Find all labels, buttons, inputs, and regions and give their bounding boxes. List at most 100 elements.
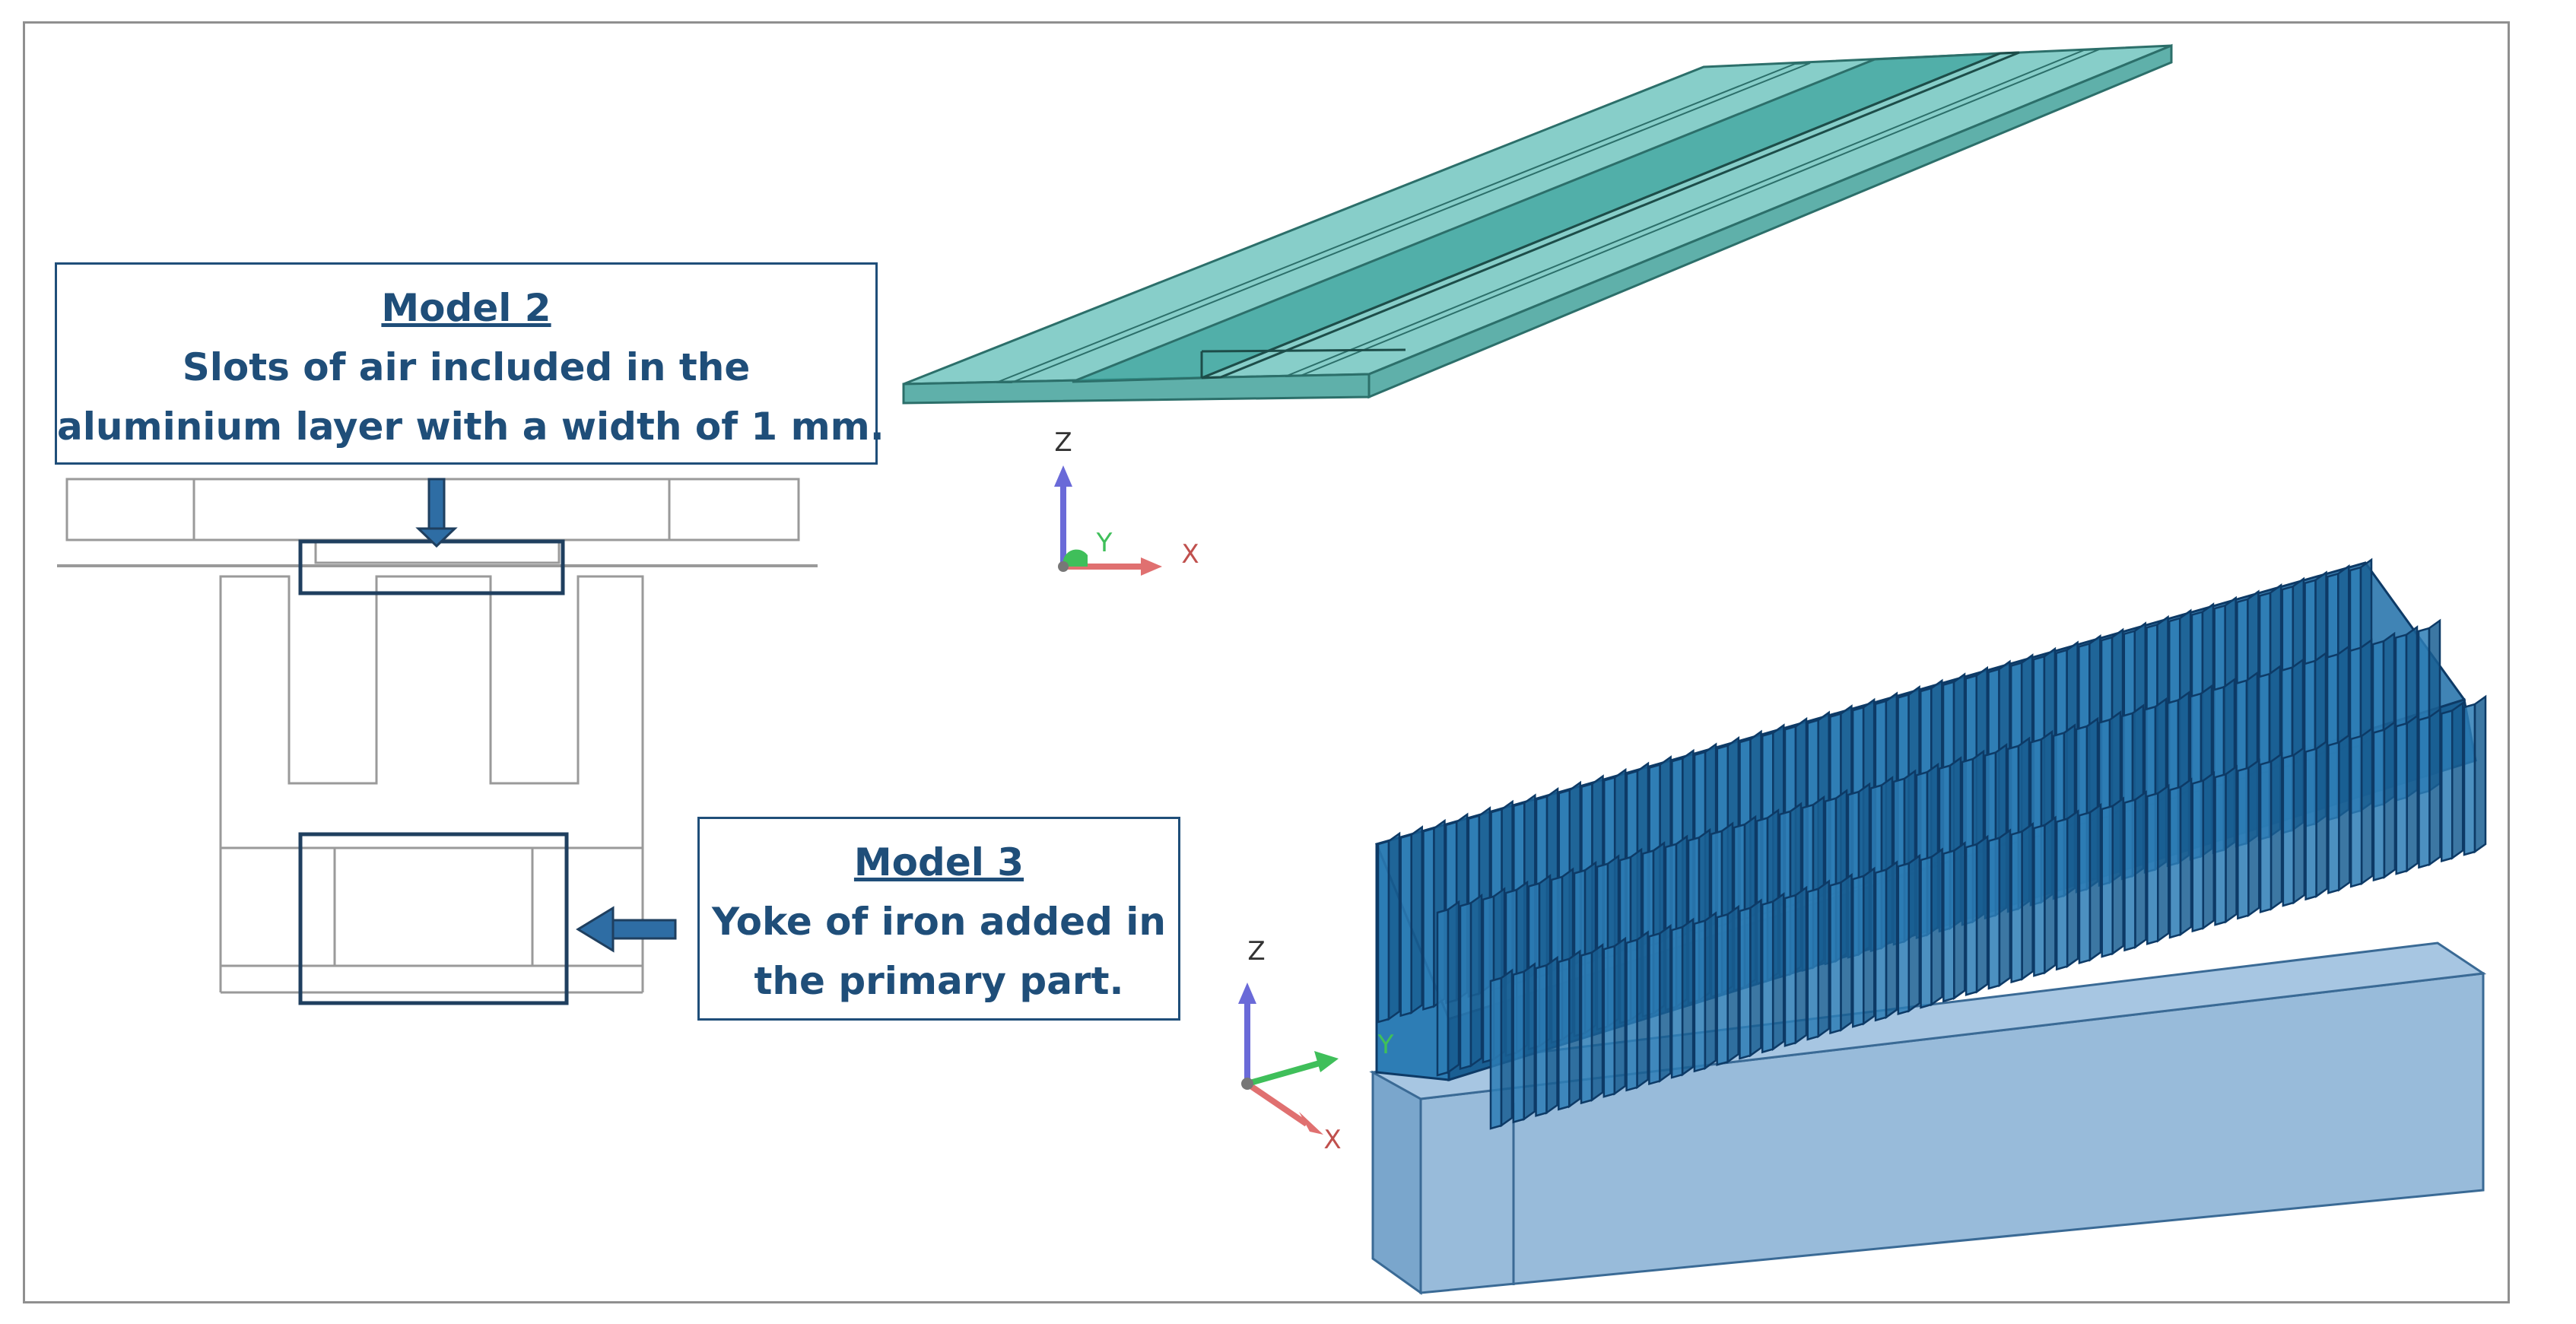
model3-text-line2: the primary part.: [754, 959, 1124, 1003]
stator-tooth-side: [2225, 764, 2238, 924]
stator-tooth: [2395, 722, 2408, 875]
stator-tooth-side: [2044, 815, 2057, 975]
stator-tooth-side: [2202, 771, 2215, 930]
stator-tooth: [1535, 964, 1548, 1117]
stator-tooth-side: [1500, 968, 1514, 1128]
stator-tooth: [1942, 849, 1955, 1003]
stator-tooth: [1648, 932, 1661, 1086]
stator-tooth: [2304, 747, 2317, 901]
stator-tooth-side: [1975, 834, 1989, 994]
stator-tooth: [1784, 894, 1797, 1047]
stator-tooth-side: [2292, 745, 2306, 905]
stator-tooth: [1829, 881, 1842, 1035]
stator-tooth: [2259, 760, 2273, 914]
air-slot-strip: [1072, 52, 2001, 383]
stator-tooth-side: [1681, 917, 1695, 1077]
stator-tooth: [1670, 926, 1684, 1079]
axis-label-z-bottom: Z: [1247, 936, 1265, 967]
stator-tooth-side: [1410, 825, 1423, 1015]
stator-tooth-side: [2088, 802, 2102, 962]
stator-tooth-side: [1387, 831, 1401, 1021]
stator-tooth: [2463, 703, 2476, 856]
stator-tooth-side: [1817, 879, 1830, 1039]
stator-tooth-side: [1469, 893, 1483, 1068]
stator-tooth: [1739, 906, 1752, 1060]
stator-tooth: [1399, 833, 1412, 1018]
aluminium-sheet-3d: [902, 43, 2173, 405]
stator-tooth: [2078, 811, 2092, 964]
stator-teeth: [1377, 557, 2487, 1130]
stator-tooth: [1693, 919, 1707, 1073]
model2-text-line2: aluminium layer with a width of 1 mm.: [57, 405, 885, 449]
stator-tooth-side: [2247, 758, 2260, 918]
stator-tooth: [2282, 754, 2295, 907]
stator-tooth: [1897, 862, 1911, 1015]
model3-callout: Model 3 Yoke of iron added in the primar…: [697, 817, 1180, 1021]
stator-tooth: [2327, 741, 2340, 894]
stator-tooth: [1965, 843, 1978, 996]
model3-text-line1: Yoke of iron added in: [711, 900, 1167, 944]
stator-tooth: [1422, 827, 1435, 1011]
stator-tooth-side: [1840, 872, 1853, 1032]
stator-tooth: [1512, 970, 1526, 1124]
stator-tooth-side: [2360, 726, 2374, 886]
stator-tooth: [1625, 938, 1638, 1092]
stator-tooth-side: [2021, 822, 2034, 981]
stator-tooth-side: [2269, 751, 2283, 911]
down-arrow-icon: [415, 478, 458, 548]
model3-title: Model 3: [853, 840, 1024, 884]
stator-tooth-side: [2134, 790, 2147, 950]
stator-tooth: [2372, 728, 2386, 882]
stator-tooth-side: [2179, 777, 2193, 937]
stator-tooth: [2055, 818, 2069, 971]
stator-tooth: [2146, 792, 2159, 945]
stator-tooth-side: [2111, 796, 2124, 956]
stator-tooth-side: [1998, 828, 2012, 988]
stator-tooth: [1558, 957, 1571, 1111]
stator-tooth-side: [2157, 783, 2170, 943]
stator-tooth: [2191, 779, 2205, 933]
stator-tooth-side: [1930, 847, 1943, 1007]
stator-tooth: [1377, 840, 1390, 1024]
stator-tooth-side: [1568, 949, 1581, 1109]
stator-tooth-side: [2066, 809, 2079, 969]
stator-tooth: [1489, 976, 1503, 1130]
stator-tooth: [2168, 786, 2182, 939]
stator-tooth: [1716, 913, 1729, 1066]
axis-label-y-bottom: Y: [1377, 1030, 1394, 1060]
axis-triad-bottom: [1238, 983, 1339, 1135]
axis-label-z-top: Z: [1054, 427, 1072, 458]
left-arrow-icon: [576, 906, 677, 953]
stator-tooth-side: [1794, 885, 1808, 1045]
axis-label-y-top: Y: [1096, 528, 1113, 558]
axis-triad-top: [1054, 465, 1162, 576]
stator-tooth-side: [1523, 962, 1536, 1122]
stator-tooth-side: [2383, 720, 2397, 879]
model2-title: Model 2: [381, 286, 551, 330]
stator-tooth: [1806, 887, 1819, 1041]
stator-tooth-side: [1545, 955, 1558, 1115]
stator-tooth-side: [2338, 732, 2351, 892]
stator-tooth-side: [2406, 713, 2419, 873]
axis-label-x-top: X: [1181, 539, 1199, 570]
stator-tooth-side: [1771, 892, 1785, 1051]
stator-tooth: [1459, 901, 1472, 1071]
stator-tooth: [2214, 773, 2227, 926]
model2-callout: Model 2 Slots of air included in the alu…: [55, 262, 885, 465]
stator-tooth: [2010, 830, 2023, 984]
stator-tooth: [1874, 868, 1888, 1022]
stator-tooth-side: [1659, 923, 1672, 1083]
stator-tooth: [1987, 837, 2001, 990]
stator-tooth-side: [1590, 943, 1604, 1102]
axis-label-x-bottom: X: [1323, 1125, 1341, 1155]
stator-tooth-side: [2451, 700, 2464, 860]
stator-tooth-side: [1447, 900, 1460, 1075]
figure-frame: [23, 21, 2510, 1303]
model2-text-line1: Slots of air included in the: [182, 345, 751, 389]
stator-tooth-side: [1636, 930, 1649, 1090]
stator-tooth-side: [1704, 911, 1717, 1071]
stator-tooth: [1602, 945, 1616, 1098]
stator-tooth: [1852, 875, 1865, 1028]
stator-tooth-side: [2315, 739, 2328, 899]
